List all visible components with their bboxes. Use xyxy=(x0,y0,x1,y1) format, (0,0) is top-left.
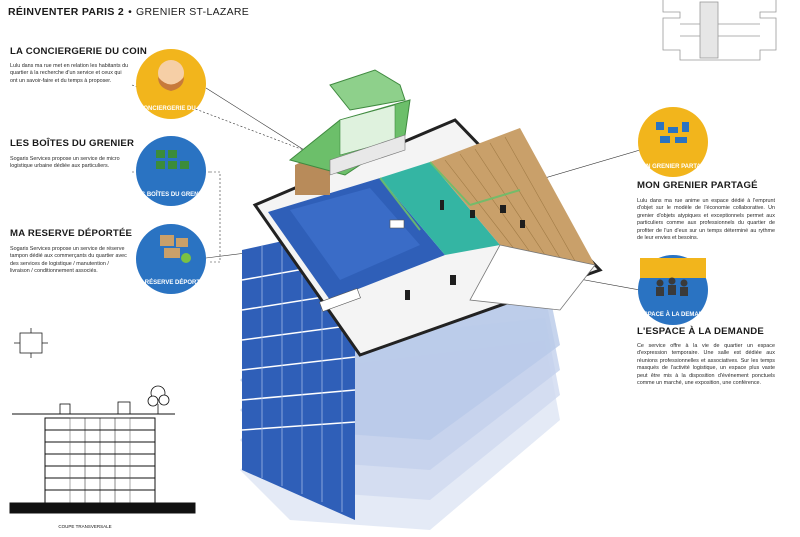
badge-label-boites: LES BOÎTES DU GRENIER xyxy=(133,190,209,198)
badge-label-espace: L'ESPACE À LA DEMANDE xyxy=(635,311,712,318)
badge-espace: L'ESPACE À LA DEMANDE xyxy=(635,255,712,325)
badge-label-conciergerie: LA CONCIERGERIE DU COIN xyxy=(130,106,213,112)
section-title-conciergerie: LA CONCIERGERIE DU COIN xyxy=(10,46,147,57)
crowd-icon xyxy=(656,277,688,296)
section-title-boites: LES BOÎTES DU GRENIER xyxy=(10,138,135,149)
badge-reserve: MA RÉSERVE DÉPORTÉE xyxy=(134,224,208,294)
badge-label-grenier: MON GRENIER PARTAGÉ xyxy=(636,162,709,170)
section-text-conciergerie: Lulu dans ma rue met en relation les hab… xyxy=(10,63,129,84)
project-name: RÉINVENTER PARIS 2 xyxy=(8,6,125,18)
tree-icon xyxy=(147,385,170,414)
person-icon xyxy=(158,60,184,86)
building-section-icon xyxy=(9,413,196,514)
section-title-reserve: MA RESERVE DÉPORTÉE xyxy=(10,228,133,239)
objects-icon xyxy=(656,122,689,143)
badge-label-reserve: MA RÉSERVE DÉPORTÉE xyxy=(134,278,208,286)
title-separator: • xyxy=(128,6,133,18)
site-plan-icon xyxy=(14,328,48,358)
site-name: GRENIER ST-LAZARE xyxy=(136,6,250,18)
badge-boites: LES BOÎTES DU GRENIER xyxy=(133,136,209,206)
section-text-grenier-partage: Lulu dans ma rue anime un espace dédié à… xyxy=(637,198,775,242)
floor-plan-icon xyxy=(662,0,777,61)
section-text-reserve: Sogaris Services propose un service de r… xyxy=(10,246,127,275)
badge-conciergerie: LA CONCIERGERIE DU COIN xyxy=(130,49,213,119)
section-text-boites: Sogaris Services propose un service de m… xyxy=(10,156,120,170)
small-building-icon xyxy=(59,401,131,415)
page-title: RÉINVENTER PARIS 2•GRENIER ST-LAZARE xyxy=(8,6,249,18)
boxes-icon xyxy=(160,235,188,258)
shelves-icon xyxy=(156,150,189,169)
section-caption: COUPE TRANSVERSALE xyxy=(58,524,111,529)
section-title-espace: L'ESPACE À LA DEMANDE xyxy=(637,326,764,337)
rooftop-pavilion xyxy=(288,69,411,195)
section-title-grenier-partage: MON GRENIER PARTAGÉ xyxy=(637,180,758,191)
badge-grenier-partage: MON GRENIER PARTAGÉ xyxy=(636,107,710,177)
floor-plan-cut xyxy=(252,118,603,357)
section-text-espace: Ce service offre à la vie de quartier un… xyxy=(637,343,775,387)
